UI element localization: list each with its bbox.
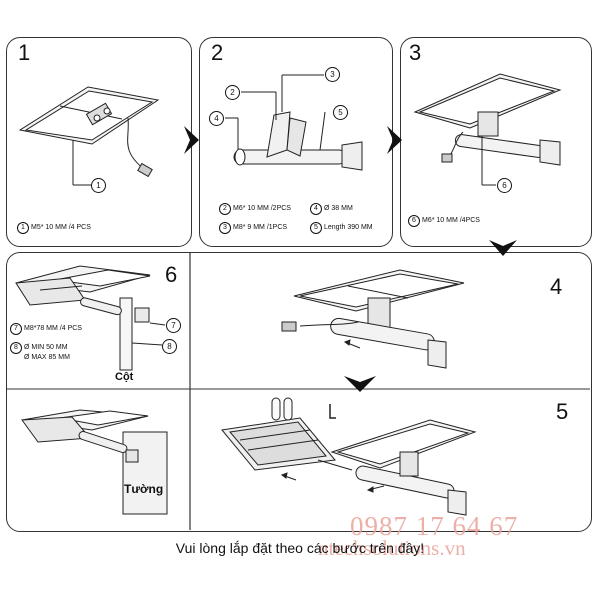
spec-7-id: 7: [10, 323, 22, 335]
panel-bottom-group: [6, 252, 592, 532]
step-number-6: 6: [165, 262, 178, 287]
step6-wall-assembly: [21, 409, 168, 515]
flow-arrow-3-4: [489, 240, 517, 256]
callout-5: 5: [333, 105, 348, 120]
callout-3: 3: [325, 67, 340, 82]
step1-solar-panel: [18, 86, 160, 186]
spec-3-id: 3: [219, 222, 231, 234]
spec-3-text: M8* 9 MM /1PCS: [233, 224, 288, 231]
step-number-4: 4: [550, 274, 563, 299]
watermark-site: ntechsolutions.vn: [318, 536, 466, 560]
spec-7-text: M8*78 MM /4 PCS: [24, 325, 82, 332]
spec-8-max: Ø MAX 85 MM: [24, 354, 70, 361]
callout-6: 6: [497, 178, 512, 193]
callout-2: 2: [225, 85, 240, 100]
spec-2-text: M6* 10 MM /2PCS: [233, 205, 291, 212]
callout-4: 4: [209, 111, 224, 126]
spec-4-id: 4: [310, 203, 322, 215]
callout-7: 7: [166, 318, 181, 333]
spec-8-min-text: Ø MIN 50 MM: [24, 344, 68, 351]
step3-assembly: [413, 73, 562, 186]
step-number-5: 5: [556, 399, 569, 424]
panel-step-1: [6, 37, 192, 247]
step2-bracket: [225, 74, 363, 171]
wall-label: Tường: [124, 482, 164, 496]
flow-arrow-1-2: [184, 126, 199, 154]
callout-8: 8: [162, 339, 177, 354]
flow-arrow-4-5: [344, 376, 376, 392]
flow-arrow-2-3: [387, 126, 402, 154]
spec-2-id: 2: [219, 203, 231, 215]
step5-assembly: [221, 397, 477, 516]
callout-1: 1: [91, 178, 106, 193]
spec-1-id: 1: [17, 222, 29, 234]
spec-6-text: M6* 10 MM /4PCS: [422, 217, 480, 224]
spec-6-id: 6: [408, 215, 420, 227]
step-number-3: 3: [409, 40, 422, 65]
watermark-phone: 0987 17 64 67: [350, 511, 519, 541]
step4-assembly: [281, 269, 465, 369]
pole-label: Cột: [115, 371, 134, 383]
instruction-caption: Vui lòng lắp đặt theo các bước trên đây!: [175, 540, 425, 556]
spec-5-id: 5: [310, 222, 322, 234]
spec-8-id: 8: [10, 342, 22, 354]
step-number-2: 2: [211, 40, 224, 65]
spec-4-text: Ø 38 MM: [324, 205, 353, 212]
spec-5-text: Length 390 MM: [324, 224, 373, 231]
step6-pole-assembly: [15, 265, 166, 371]
step-number-1: 1: [18, 40, 31, 65]
spec-8-max-text: Ø MAX 85 MM: [24, 354, 70, 361]
spec-1-text: M5* 10 MM /4 PCS: [31, 224, 91, 231]
